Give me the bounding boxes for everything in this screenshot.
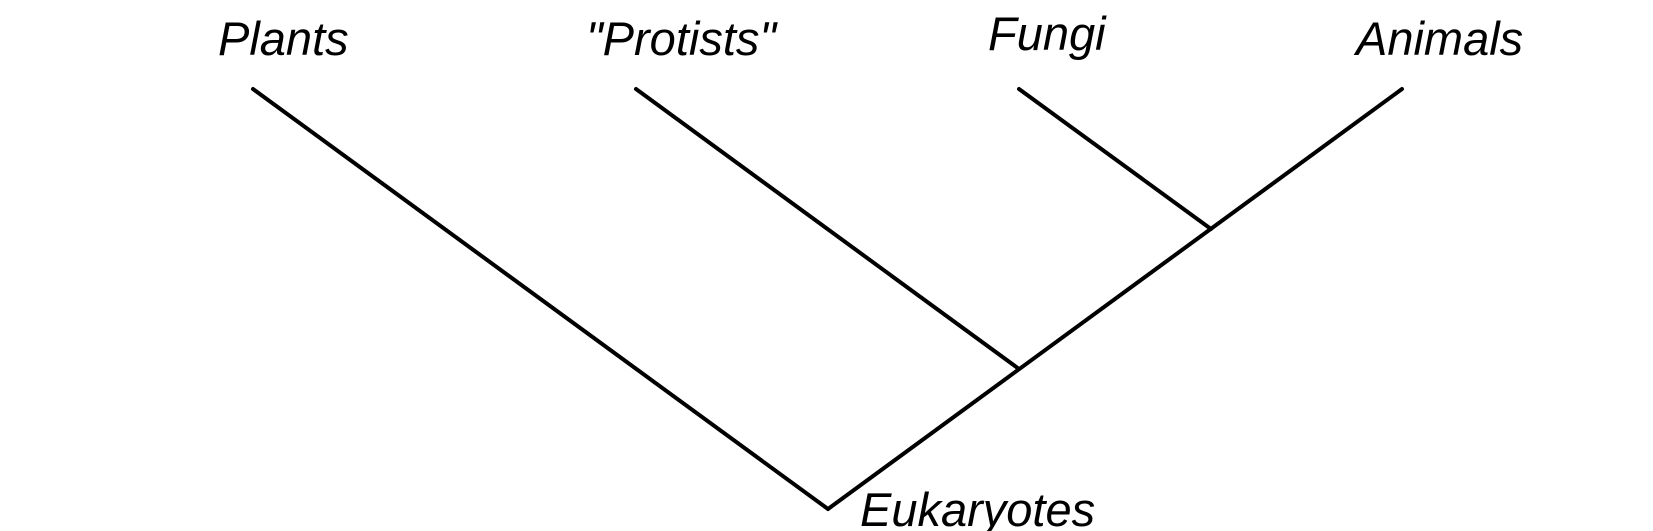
label-plants: Plants (218, 12, 349, 65)
branch-protists (634, 87, 1021, 371)
label-animals: Animals (1353, 12, 1523, 65)
branch-fungi (1017, 87, 1213, 231)
label-root-eukaryotes: Eukaryotes (860, 483, 1095, 531)
branch-animals-spine (826, 87, 1404, 511)
branch-plants (251, 87, 830, 511)
label-fungi: Fungi (988, 7, 1107, 60)
label-protists: "Protists" (586, 12, 778, 65)
